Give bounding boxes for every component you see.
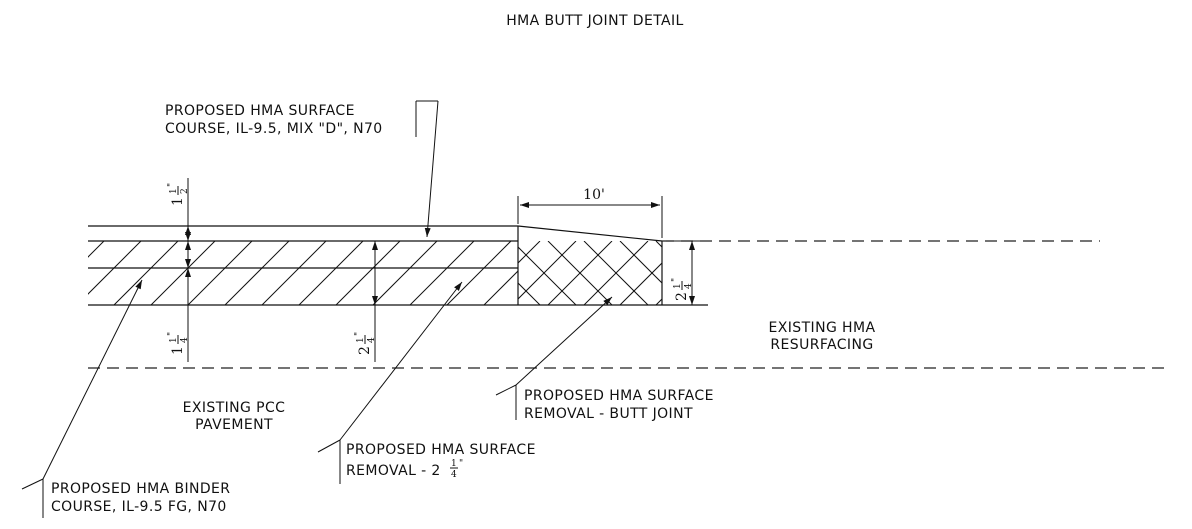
surface-course-label-line2: COURSE, IL-9.5, MIX "D", N70 [165, 121, 383, 137]
surface-removal-label-line2: REMOVAL - 2 [346, 463, 441, 479]
surface-thickness-label: 1 1 2 " [167, 183, 190, 206]
surface-course-label-line1: PROPOSED HMA SURFACE [165, 103, 355, 119]
left-thickness-dimension: 1 1 2 " 1 1 4 " [167, 178, 191, 362]
existing-pcc-label-line2: PAVEMENT [195, 417, 273, 433]
cross-hatch-line [728, 241, 792, 305]
cross-hatch-line [692, 241, 756, 305]
hatch-line [187, 241, 253, 305]
svg-text:1: 1 [451, 459, 457, 469]
drawing-title: HMA BUTT JOINT DETAIL [506, 13, 684, 29]
svg-text:1: 1 [170, 197, 186, 206]
cross-hatch-line [692, 241, 756, 305]
hatch-line [88, 241, 105, 258]
surface-removal-fraction: 1 4 " [450, 459, 463, 480]
binder-course-label-line1: PROPOSED HMA BINDER [51, 481, 230, 497]
cross-hatch-line [518, 282, 541, 305]
surface-removal-label-line1: PROPOSED HMA SURFACE [346, 442, 536, 458]
taper-line [517, 225, 663, 242]
hatch-line [113, 241, 179, 305]
svg-text:": " [167, 332, 177, 336]
butt-thickness-dimension: 2 1 4 " [666, 240, 700, 305]
existing-hma-label-line1: EXISTING HMA [769, 320, 876, 336]
cross-hatch-area [440, 241, 792, 305]
callout-existing-pcc: EXISTING PCC PAVEMENT [183, 400, 286, 433]
cross-hatch-line [518, 246, 577, 305]
pavement-section [88, 225, 792, 306]
hatch-line [298, 241, 364, 305]
existing-pcc-label-line1: EXISTING PCC [183, 400, 286, 416]
taper-length-dimension: 10' [517, 187, 663, 238]
hatch-line [595, 241, 659, 305]
cross-hatch-line [547, 241, 613, 305]
cross-hatch-line [583, 241, 649, 305]
svg-text:4: 4 [367, 337, 377, 343]
taper-length-label: 10' [583, 187, 605, 203]
callout-existing-hma: EXISTING HMA RESURFACING [769, 320, 876, 353]
svg-text:": " [459, 459, 463, 469]
svg-text:4: 4 [180, 337, 190, 343]
cross-hatch-line [440, 241, 504, 305]
cross-hatch-line [619, 241, 662, 284]
removal-thickness-label: 2 1 4 " [354, 332, 377, 355]
svg-text:4: 4 [451, 470, 457, 480]
hatch-line [150, 241, 216, 305]
cross-hatch-line [728, 241, 792, 305]
butt-joint-label-line1: PROPOSED HMA SURFACE [524, 388, 714, 404]
removal-thickness-dimension: 2 1 4 " [354, 241, 378, 362]
binder-thickness-label: 1 1 4 " [167, 332, 190, 355]
hatch-line [409, 241, 475, 305]
callout-surface-removal: PROPOSED HMA SURFACE REMOVAL - 2 1 4 " [317, 281, 536, 484]
binder-course-label-line2: COURSE, IL-9.5 FG, N70 [51, 499, 227, 515]
svg-text:1: 1 [169, 188, 179, 194]
svg-text:": " [167, 183, 177, 187]
callout-binder-course: PROPOSED HMA BINDER COURSE, IL-9.5 FG, N… [21, 279, 230, 518]
svg-text:2: 2 [180, 188, 190, 194]
hatch-line [335, 241, 401, 305]
hatch-line [483, 270, 518, 305]
callout-surface-course: PROPOSED HMA SURFACE COURSE, IL-9.5, MIX… [165, 100, 439, 238]
svg-text:1: 1 [673, 283, 683, 289]
svg-text:1: 1 [169, 337, 179, 343]
svg-text:1: 1 [356, 337, 366, 343]
existing-hma-label-line2: RESURFACING [770, 337, 873, 353]
hatch-line [224, 241, 290, 305]
butt-thickness-label: 2 1 4 " [671, 278, 694, 301]
svg-text:2: 2 [674, 292, 690, 301]
svg-text:": " [671, 278, 681, 282]
svg-text:1: 1 [170, 346, 186, 355]
svg-text:": " [354, 332, 364, 336]
hatch-line [446, 241, 512, 305]
butt-joint-label-line2: REMOVAL - BUTT JOINT [524, 406, 693, 422]
callout-butt-joint: PROPOSED HMA SURFACE REMOVAL - BUTT JOIN… [495, 296, 714, 422]
hatch-line [261, 241, 327, 305]
hatch-line [372, 241, 438, 305]
cross-hatch-line [518, 241, 541, 264]
single-hatch-area [88, 241, 659, 305]
svg-text:2: 2 [357, 346, 373, 355]
cross-hatch-line [440, 241, 504, 305]
svg-text:4: 4 [684, 283, 694, 289]
hatch-line [88, 241, 142, 295]
hatch-line [558, 241, 622, 305]
